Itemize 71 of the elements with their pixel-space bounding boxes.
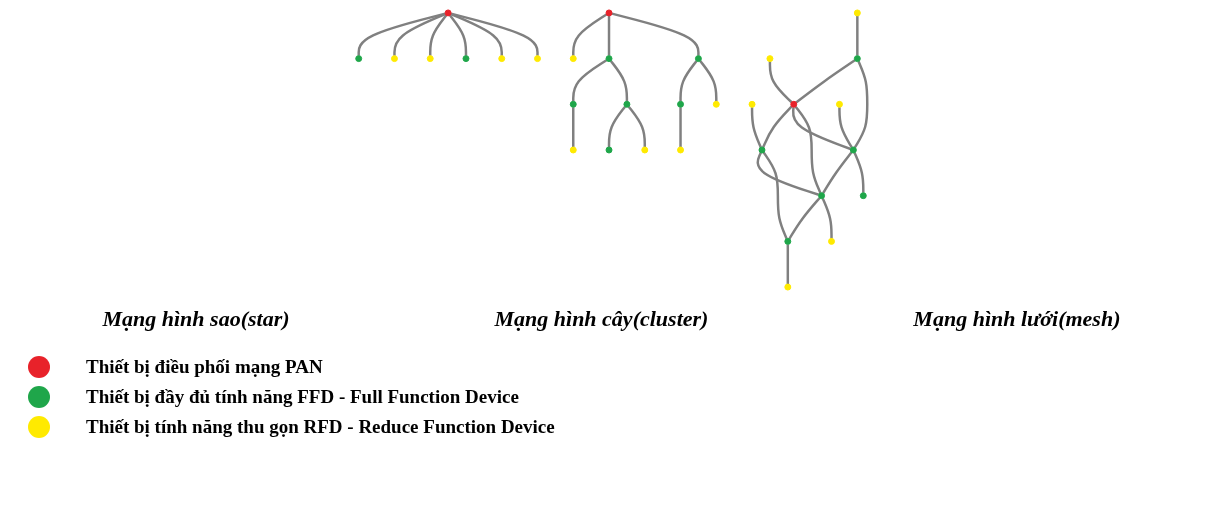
node-circle [641, 146, 649, 154]
node-circle [853, 9, 861, 17]
node-circle [784, 237, 792, 245]
connector [450, 12, 539, 56]
connector [768, 61, 793, 104]
node-circle [712, 100, 720, 108]
node-circle [462, 55, 470, 63]
node-circle [534, 55, 541, 63]
node-circle [677, 146, 684, 154]
node-circle [605, 9, 613, 17]
connector [679, 60, 698, 102]
node-circle [569, 55, 577, 63]
node-circle [766, 55, 774, 63]
connector [609, 60, 629, 102]
legend-text: Thiết bị điều phối mạng PAN [86, 356, 323, 378]
node-circle [355, 55, 363, 63]
connector [627, 105, 646, 147]
connector [679, 107, 682, 147]
node-circle [694, 55, 702, 63]
connector [429, 14, 448, 56]
node-circle [836, 100, 843, 108]
node-circle [623, 100, 631, 108]
connector [791, 107, 851, 151]
connector [450, 12, 503, 56]
node-circle [859, 192, 867, 200]
node-circle [849, 146, 857, 154]
node-circle [758, 146, 766, 154]
connector [357, 12, 446, 56]
node-circle [818, 192, 826, 200]
connector [853, 60, 869, 149]
connector [856, 15, 859, 56]
connector [607, 15, 611, 56]
connector [607, 105, 627, 147]
node-circle [426, 55, 434, 63]
node-circle [444, 9, 452, 17]
legend-text: Thiết bị tính năng thu gọn RFD - Reduce Function Device [86, 416, 555, 438]
topology-caption: Mạng hình sao(star) [102, 306, 290, 332]
connector [699, 60, 718, 102]
connector [572, 59, 608, 102]
connector [611, 12, 700, 56]
connector [393, 12, 446, 56]
connector [794, 105, 822, 194]
node-circle [569, 100, 577, 108]
connector [795, 59, 856, 104]
connector [448, 14, 468, 56]
connector [838, 107, 853, 149]
node-circle [391, 55, 398, 63]
node-circle [605, 146, 613, 154]
connector [822, 151, 853, 194]
connector [750, 107, 762, 148]
node-circle [605, 55, 613, 63]
node-circle [790, 100, 798, 108]
node-circle [498, 55, 506, 63]
connector [821, 197, 833, 239]
connector [762, 105, 793, 148]
connector [788, 197, 821, 240]
connector [756, 152, 820, 196]
legend-text: Thiết bị đầy đủ tính năng FFD - Full Function Device [86, 386, 519, 408]
node-circle [853, 55, 861, 63]
node-circle [748, 100, 756, 108]
connector [572, 107, 575, 147]
connector [572, 13, 608, 56]
connector [786, 244, 790, 285]
node-circle [784, 283, 792, 291]
topology-caption: Mạng hình lưới(mesh) [913, 306, 1121, 332]
topology-caption: Mạng hình cây(cluster) [494, 306, 709, 332]
connector [762, 151, 788, 240]
node-circle [569, 146, 577, 154]
connector [853, 152, 865, 193]
node-circle [828, 237, 835, 245]
node-circle [677, 100, 684, 108]
